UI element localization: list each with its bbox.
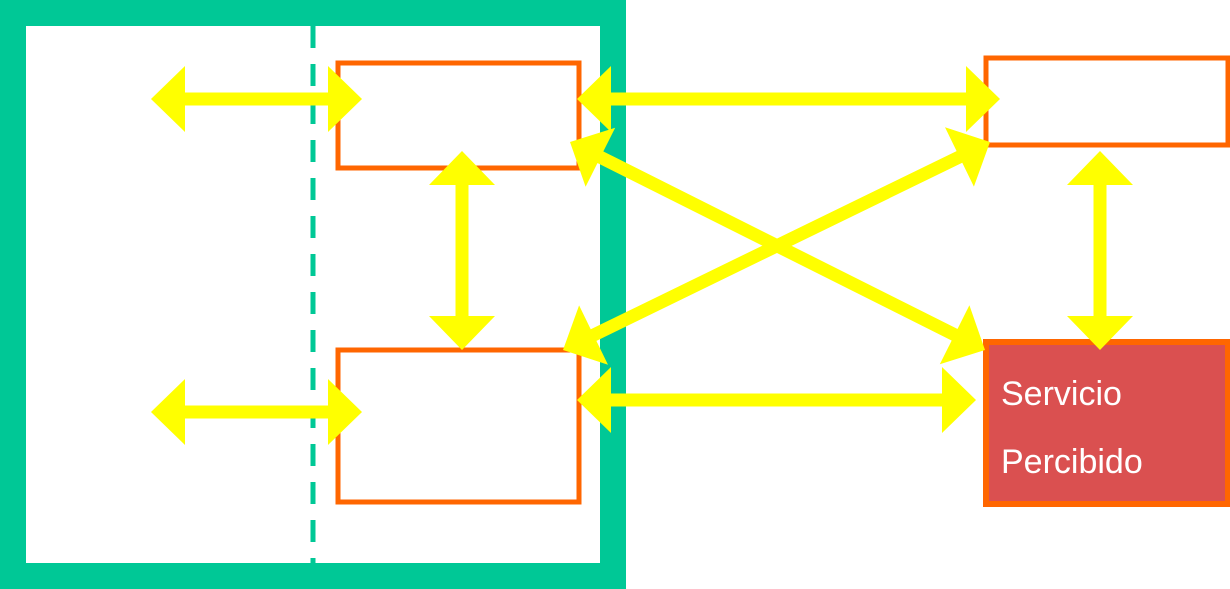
arrow-outside-to-bottom-left-head-end bbox=[328, 379, 362, 445]
top-left-box bbox=[335, 60, 582, 171]
arrow-top-right-to-perceived-head-end bbox=[1067, 316, 1133, 350]
arrow-top-left-to-bottom-left bbox=[429, 151, 495, 350]
arrow-top-left-to-top-right-head-start bbox=[577, 66, 611, 132]
arrow-top-left-to-top-right bbox=[577, 66, 1000, 132]
arrow-outside-to-bottom-left bbox=[151, 379, 362, 445]
arrow-outside-to-top-left-head-end bbox=[328, 66, 362, 132]
arrow-top-right-to-perceived-head-start bbox=[1067, 151, 1133, 185]
perceived-service-box bbox=[983, 339, 1230, 507]
perceived-service-label-line1: Servicio bbox=[1001, 375, 1122, 413]
top-right-box bbox=[983, 55, 1230, 148]
arrow-top-right-to-perceived bbox=[1067, 151, 1133, 350]
organization-container bbox=[0, 0, 626, 589]
arrow-bottom-left-to-top-right-head-start bbox=[563, 305, 608, 365]
arrow-top-left-to-bottom-left-head-end bbox=[429, 316, 495, 350]
arrow-bottom-left-to-top-right-shaft bbox=[584, 148, 969, 344]
arrow-outside-to-top-left bbox=[151, 66, 362, 132]
arrow-top-left-to-top-right-head-end bbox=[966, 66, 1000, 132]
arrow-top-left-to-bottom-left-head-start bbox=[429, 151, 495, 185]
arrow-outside-to-top-left-head-start bbox=[151, 66, 185, 132]
arrow-top-left-to-perceived-head-end bbox=[939, 305, 985, 365]
arrow-outside-to-bottom-left-head-start bbox=[151, 379, 185, 445]
arrow-top-left-to-perceived-head-start bbox=[570, 127, 616, 187]
arrow-bottom-left-to-perceived-head-start bbox=[577, 367, 611, 433]
arrow-bottom-left-to-perceived-head-end bbox=[942, 367, 976, 433]
arrow-bottom-left-to-top-right bbox=[563, 127, 990, 365]
bottom-left-box bbox=[335, 347, 582, 505]
arrow-bottom-left-to-perceived bbox=[577, 367, 976, 433]
arrows-layer bbox=[151, 66, 1133, 445]
arrow-bottom-left-to-top-right-head-end bbox=[945, 127, 990, 187]
perceived-service-label-line2: Percibido bbox=[1001, 443, 1143, 481]
